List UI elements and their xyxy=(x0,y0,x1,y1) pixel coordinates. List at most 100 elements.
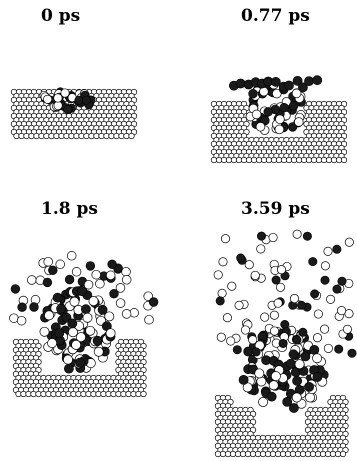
sputtered-atom xyxy=(303,232,311,240)
cluster-atom xyxy=(54,101,62,109)
cluster-atom xyxy=(82,96,90,104)
lattice-atom xyxy=(341,157,347,163)
cluster-atom xyxy=(89,297,98,306)
sputtered-atom xyxy=(277,266,285,274)
sputtered-atom xyxy=(122,310,131,319)
lattice-atom xyxy=(340,451,346,457)
sputtered-atom xyxy=(293,230,301,238)
cluster-atom xyxy=(64,105,72,113)
sputtered-atom xyxy=(86,262,95,271)
panel-3-59ps-structure xyxy=(214,230,356,457)
sputtered-atom xyxy=(284,81,293,90)
cluster-atom xyxy=(75,358,84,367)
sputtered-atom xyxy=(56,260,65,269)
cluster-atom xyxy=(283,397,292,406)
cluster-atom xyxy=(275,125,284,134)
cluster-atom xyxy=(313,372,322,381)
sputtered-atom xyxy=(313,76,322,85)
cluster-atom xyxy=(86,326,95,335)
cluster-atom xyxy=(53,293,62,302)
cluster-atom xyxy=(267,392,276,401)
sputtered-atom xyxy=(297,301,305,309)
sputtered-atom xyxy=(11,285,20,294)
sputtered-atom xyxy=(252,348,260,356)
cluster-atom xyxy=(239,375,248,384)
cluster-atom xyxy=(55,329,64,338)
sputtered-atom xyxy=(299,328,307,336)
sputtered-atom xyxy=(149,298,158,307)
sputtered-atom xyxy=(333,285,341,293)
sputtered-atom xyxy=(321,262,329,270)
sputtered-atom xyxy=(314,310,322,318)
cluster-atom xyxy=(280,103,289,112)
cluster-atom xyxy=(44,311,53,320)
sputtered-atom xyxy=(245,261,253,269)
sputtered-atom xyxy=(272,276,280,284)
sputtered-atom xyxy=(333,245,341,253)
cluster-atom xyxy=(68,328,77,337)
cluster-atom xyxy=(289,101,298,110)
sputtered-atom xyxy=(324,247,332,255)
cluster-atom xyxy=(54,94,62,102)
sputtered-atom xyxy=(290,294,298,302)
sputtered-atom xyxy=(348,349,356,357)
cluster-atom xyxy=(256,122,265,131)
sputtered-atom xyxy=(309,257,317,265)
cluster-atom xyxy=(264,107,273,116)
sputtered-atom xyxy=(257,245,265,253)
sputtered-atom xyxy=(233,346,241,354)
sputtered-atom xyxy=(17,316,26,325)
cluster-atom xyxy=(93,336,102,345)
lattice-atom xyxy=(141,391,147,397)
cluster-atom xyxy=(81,305,90,314)
sputtered-atom xyxy=(293,336,301,344)
sputtered-atom xyxy=(122,267,131,276)
sputtered-atom xyxy=(122,275,131,284)
sputtered-atom xyxy=(249,336,257,344)
sputtered-atom xyxy=(228,282,236,290)
cluster-atom xyxy=(294,118,303,127)
sputtered-atom xyxy=(67,251,76,260)
sputtered-atom xyxy=(18,303,27,312)
sputtered-atom xyxy=(106,271,115,280)
lattice-atom xyxy=(129,133,135,139)
cluster-atom xyxy=(83,313,92,322)
cluster-atom xyxy=(94,347,103,356)
cluster-atom xyxy=(276,115,285,124)
sputtered-atom xyxy=(116,299,125,308)
sputtered-atom xyxy=(44,257,53,266)
cluster-atom xyxy=(57,304,66,313)
cluster-atom xyxy=(64,364,73,373)
cluster-atom xyxy=(48,339,57,348)
cluster-atom xyxy=(70,297,79,306)
cluster-atom xyxy=(305,382,314,391)
sputtered-atom xyxy=(235,301,243,309)
panel-0ps-structure xyxy=(11,88,137,139)
sputtered-atom xyxy=(214,271,222,279)
sputtered-atom xyxy=(345,238,353,246)
cluster-atom xyxy=(98,305,107,314)
sputtered-atom xyxy=(321,276,329,284)
cluster-atom xyxy=(259,397,268,406)
sputtered-atom xyxy=(269,233,277,241)
sputtered-atom xyxy=(338,277,346,285)
cluster-atom xyxy=(289,350,298,359)
cluster-atom xyxy=(63,355,72,364)
sputtered-atom xyxy=(276,283,284,291)
sputtered-atom xyxy=(145,315,154,324)
cluster-atom xyxy=(306,393,315,402)
sputtered-atom xyxy=(43,278,52,287)
sputtered-atom xyxy=(324,344,332,352)
sputtered-atom xyxy=(304,77,313,86)
sputtered-atom xyxy=(27,276,36,285)
sputtered-atom xyxy=(227,337,235,345)
sputtered-atom xyxy=(241,326,249,334)
sputtered-atom xyxy=(261,313,269,321)
cluster-atom xyxy=(293,376,302,385)
sputtered-atom xyxy=(337,306,345,314)
sputtered-atom xyxy=(251,271,259,279)
cluster-atom xyxy=(43,95,51,103)
cluster-atom xyxy=(255,369,264,378)
cluster-atom xyxy=(61,89,69,97)
